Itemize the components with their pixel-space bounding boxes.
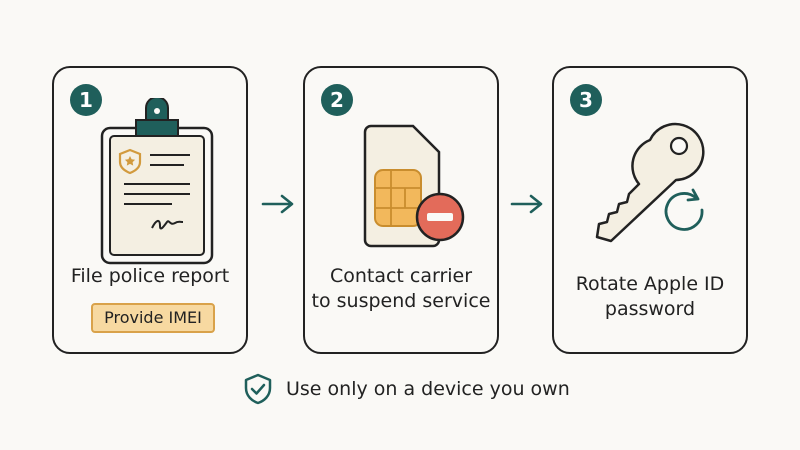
shield-check-icon <box>244 373 272 405</box>
step-label: File police report <box>70 265 230 287</box>
step-card-1: 1 File police report Provide IMEI <box>52 66 248 354</box>
footer-note: Use only on a device you own <box>244 372 570 406</box>
key-rotate-icon <box>595 122 705 243</box>
arrow-right-icon <box>510 194 543 214</box>
step-card-2: 2 Contact carrier to suspend service <box>303 66 499 354</box>
footer-text: Use only on a device you own <box>286 378 570 400</box>
sim-card-suspend-icon <box>363 124 465 248</box>
step-card-3: 3 Rotate Apple ID password <box>552 66 748 354</box>
step-label: Contact carrier to suspend service <box>311 265 491 312</box>
step-number-badge: 1 <box>70 84 102 116</box>
arrow-right-icon <box>261 194 294 214</box>
step-label: Rotate Apple ID password <box>575 273 725 320</box>
step-number-badge: 3 <box>570 84 602 116</box>
provide-imei-badge: Provide IMEI <box>91 303 215 333</box>
step-number-badge: 2 <box>321 84 353 116</box>
clipboard-report-icon <box>100 98 214 265</box>
